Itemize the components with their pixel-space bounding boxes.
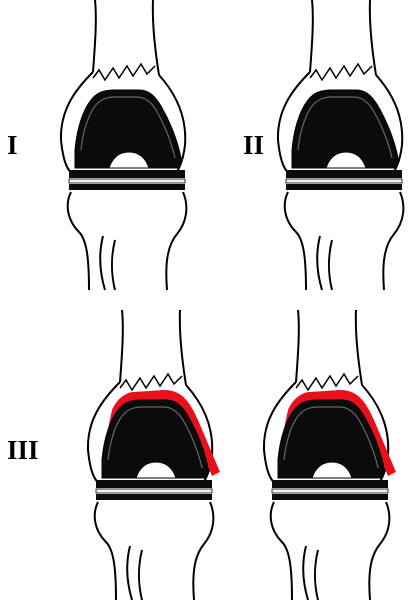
tibia-outline bbox=[271, 502, 390, 600]
insert-stripe bbox=[286, 179, 402, 183]
insert-stripe bbox=[69, 179, 185, 183]
knee-drawing bbox=[264, 310, 396, 600]
tibial-tray bbox=[286, 184, 402, 190]
tibial-tray bbox=[69, 184, 185, 190]
grade-label-ii: II bbox=[243, 132, 264, 159]
knee-drawing bbox=[61, 0, 186, 290]
tibial-insert bbox=[96, 480, 212, 488]
knee-implant-illustration-2 bbox=[262, 0, 409, 290]
tibial-insert bbox=[286, 170, 402, 178]
tibial-insert bbox=[272, 480, 388, 488]
tibia-outline bbox=[285, 192, 404, 290]
knee-implant-illustration-4 bbox=[248, 310, 403, 600]
knee-implant-illustration-1 bbox=[45, 0, 200, 290]
bone-cut-line bbox=[310, 64, 372, 80]
grade-label-iii: III bbox=[7, 437, 39, 464]
tibial-tray bbox=[272, 494, 388, 500]
bone-cut-line bbox=[120, 374, 182, 390]
insert-stripe bbox=[272, 489, 388, 493]
tibial-insert bbox=[69, 170, 185, 178]
knee-implant-illustration-3 bbox=[72, 310, 227, 600]
tibia-outline bbox=[95, 502, 214, 600]
knee-drawing bbox=[88, 310, 220, 600]
insert-stripe bbox=[96, 489, 212, 493]
bone-cut-line bbox=[296, 374, 358, 390]
tibia-outline bbox=[68, 192, 187, 290]
knee-drawing bbox=[278, 0, 403, 290]
bone-cut-line bbox=[93, 64, 155, 80]
grade-label-i: I bbox=[7, 132, 18, 159]
tibial-tray bbox=[96, 494, 212, 500]
